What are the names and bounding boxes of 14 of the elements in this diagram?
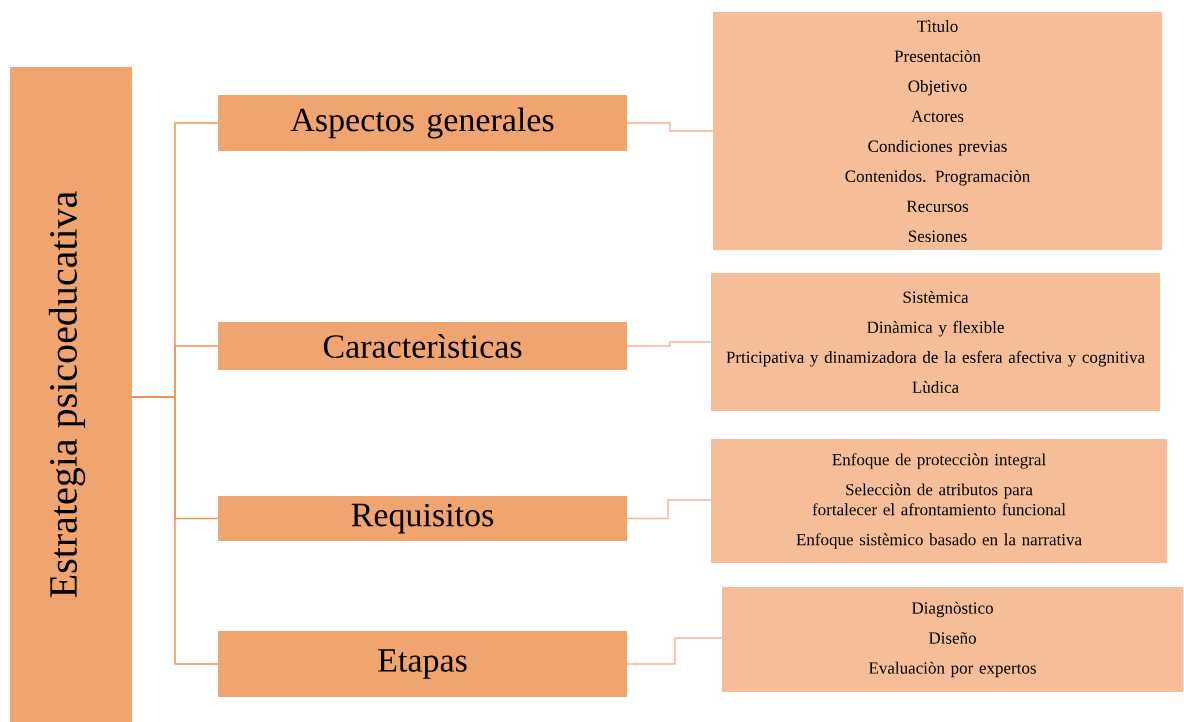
- category-box: Aspectos generales: [218, 95, 627, 151]
- connector-line: [626, 499, 712, 520]
- list-box: Diagnòstico Diseño Evaluaciòn por expertos: [722, 587, 1183, 692]
- connector-line: [131, 396, 219, 665]
- list-box: Enfoque de protecciòn integral Selecciòn de atributos para fortalecer el afrontamiento funcional Enfoque sistèmico basado en la narrativa: [711, 439, 1167, 563]
- connector-line: [626, 122, 714, 132]
- list-box: Tìtulo Presentaciòn Objetivo Actores Condiciones previas Contenidos. Programaciòn Recursos Sesiones: [713, 12, 1162, 250]
- category-box: Etapas: [218, 631, 627, 697]
- category-box: Requisitos: [218, 496, 627, 541]
- category-box: Caracterìsticas: [218, 322, 627, 370]
- connector-line: [626, 341, 712, 347]
- connector-line: [626, 637, 723, 665]
- list-box: Sistèmica Dinàmica y flexible Prticipativa y dinamizadora de la esfera afectiva y cognitiva Lùdica: [711, 273, 1160, 411]
- root-box: Estrategia psicoeducativa: [10, 67, 132, 722]
